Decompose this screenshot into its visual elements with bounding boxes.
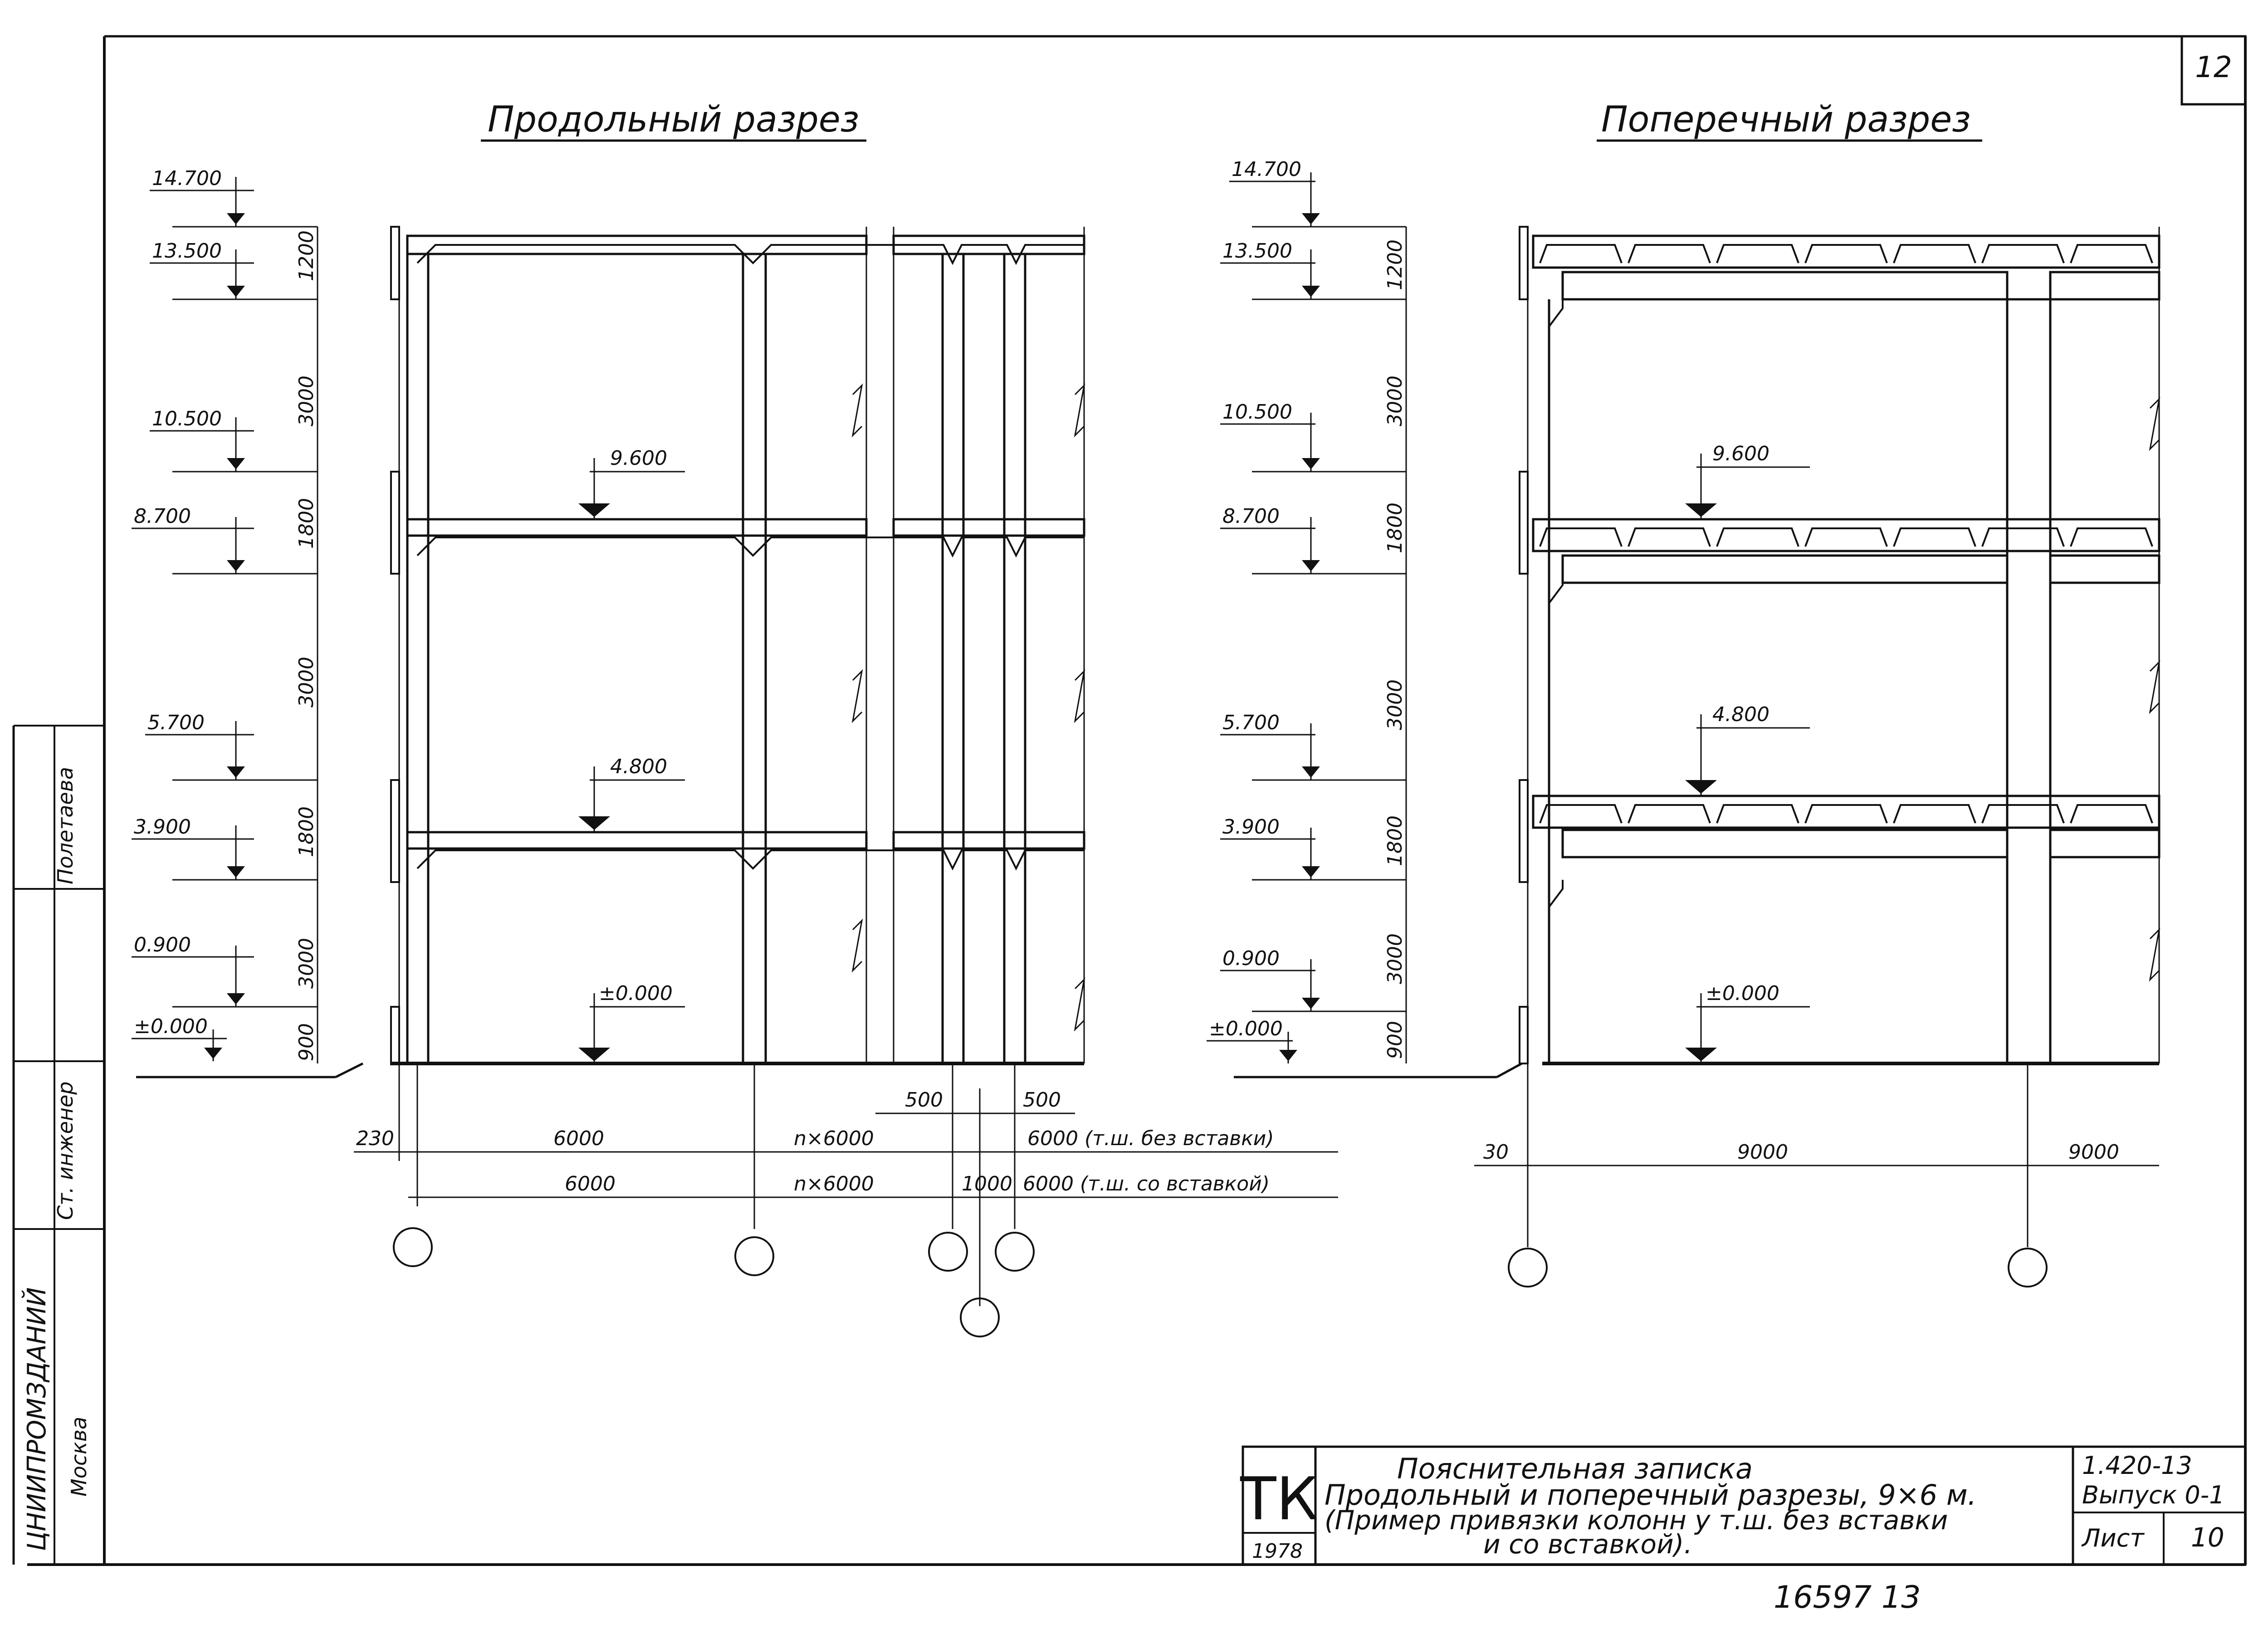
bottom-stamp: 16597 13 (1774, 1580, 1921, 1615)
title-block-issue: Выпуск 0-1 (2082, 1481, 2225, 1509)
trans-axis-bubbles (1508, 1248, 2048, 1288)
long-break-lines (851, 383, 1085, 1032)
long-level-13500: 13.500 (152, 239, 222, 263)
long-inner-level-9600: 9.600 (610, 447, 667, 470)
trans-wall-panels (1519, 226, 1529, 1064)
trans-level-14700: 14.700 (1232, 158, 1301, 181)
longitudinal-title: Продольный разрез (488, 99, 859, 140)
sheet-frame (27, 35, 2247, 1566)
title-block-line1: Пояснительная записка (1397, 1452, 1753, 1485)
long-level-3900: 3.900 (134, 815, 191, 839)
trans-level-10500: 10.500 (1222, 400, 1292, 424)
trans-inner-level-marks (1685, 454, 1810, 1063)
trans-height-3000b: 3000 (1383, 679, 1407, 730)
long-height-3000c: 3000 (295, 938, 318, 989)
title-block-line4: и со вставкой). (1483, 1529, 1692, 1560)
trans-break-lines (2149, 397, 2160, 982)
long-floor-slabs (406, 234, 1085, 871)
trans-inner-level-0000: ±0.000 (1706, 982, 1779, 1005)
long-height-3000a: 3000 (295, 376, 318, 426)
trans-height-3000a: 3000 (1383, 376, 1407, 426)
long-columns (406, 227, 1085, 1065)
trans-horizontal-dims (1474, 1063, 2159, 1247)
trans-height-1800b: 1800 (1383, 815, 1407, 866)
long-inner-level-4800: 4.800 (610, 755, 667, 778)
long-inner-level-0000: ±0.000 (599, 982, 673, 1005)
long-dim2-6000-insert: 6000 (т.ш. со вставкой) (1023, 1172, 1270, 1195)
long-level-5700: 5.700 (147, 711, 205, 734)
title-block-line2: Продольный и поперечный разрезы, 9×6 м. (1325, 1478, 1976, 1512)
long-level-14700: 14.700 (152, 167, 222, 190)
trans-height-3000c: 3000 (1383, 933, 1407, 984)
trans-height-1800a: 1800 (1383, 502, 1407, 553)
page-number: 12 (2195, 51, 2232, 84)
trans-level-0900: 0.900 (1222, 947, 1280, 970)
long-level-10500: 10.500 (152, 407, 222, 430)
long-level-0900: 0.900 (134, 933, 191, 956)
trans-floor-slabs (1532, 234, 2160, 858)
title-block-code: 1.420-13 (2082, 1451, 2192, 1480)
long-inner-level-marks (578, 458, 685, 1063)
trans-level-5700: 5.700 (1222, 711, 1280, 734)
title-block (1242, 1445, 2247, 1566)
title-block-logo: ТК (1240, 1464, 1318, 1533)
side-stamp-org: ЦНИИПРОМЗДАНИЙ (22, 1288, 52, 1551)
long-height-3000b: 3000 (295, 657, 318, 707)
long-axis-bubbles (393, 1227, 1035, 1337)
trans-dim-30: 30 (1483, 1141, 1509, 1164)
trans-level-0000: ±0.000 (1209, 1017, 1283, 1040)
long-dim-6000-no-insert: 6000 (т.ш. без вставки) (1027, 1127, 1274, 1150)
trans-columns (1548, 227, 2160, 1065)
side-stamp-position: Ст. инженер (53, 1082, 78, 1220)
long-height-1200: 1200 (295, 230, 318, 281)
long-level-0000: ±0.000 (134, 1015, 208, 1038)
transverse-title: Поперечный разрез (1601, 99, 1971, 140)
side-stamp (12, 725, 105, 1565)
longitudinal-elevation-marks (132, 177, 318, 1061)
long-dim-500a: 500 (905, 1088, 943, 1112)
long-level-8700: 8.700 (134, 505, 191, 528)
trans-height-900: 900 (1383, 1021, 1407, 1059)
trans-level-8700: 8.700 (1222, 505, 1280, 528)
long-height-900: 900 (295, 1023, 318, 1061)
side-stamp-city: Москва (67, 1417, 91, 1497)
long-dim-230: 230 (356, 1127, 394, 1150)
long-dim-6000: 6000 (553, 1127, 604, 1150)
long-dim2-n6000: n×6000 (794, 1172, 874, 1195)
trans-ground-line (1234, 1062, 2159, 1078)
title-block-line3: (Пример привязки колонн у т.ш. без встав… (1325, 1505, 1948, 1536)
long-dim-n6000: n×6000 (794, 1127, 874, 1150)
trans-inner-level-4800: 4.800 (1712, 703, 1769, 726)
long-height-1800a: 1800 (295, 498, 318, 549)
trans-dim-9000a: 9000 (1737, 1141, 1788, 1164)
trans-level-3900: 3.900 (1222, 815, 1280, 839)
long-height-1800b: 1800 (295, 806, 318, 857)
trans-inner-level-9600: 9.600 (1712, 442, 1769, 465)
transverse-elevation-marks (1207, 172, 1406, 1063)
side-stamp-name: Полетаева (53, 767, 78, 884)
long-ground-line (136, 1062, 1084, 1078)
long-horizontal-dims (354, 1063, 1338, 1306)
long-dim2-1000: 1000 (962, 1172, 1012, 1195)
trans-level-13500: 13.500 (1222, 239, 1292, 263)
long-wall-panels (390, 226, 400, 1064)
title-block-year: 1978 (1252, 1540, 1303, 1563)
trans-dim-9000b: 9000 (2068, 1141, 2119, 1164)
title-block-sheet-label: Лист (2081, 1524, 2145, 1552)
trans-height-1200: 1200 (1383, 239, 1407, 290)
long-dim-500b: 500 (1023, 1088, 1061, 1112)
long-dim2-6000: 6000 (565, 1172, 616, 1195)
title-block-sheet-number: 10 (2191, 1522, 2224, 1553)
